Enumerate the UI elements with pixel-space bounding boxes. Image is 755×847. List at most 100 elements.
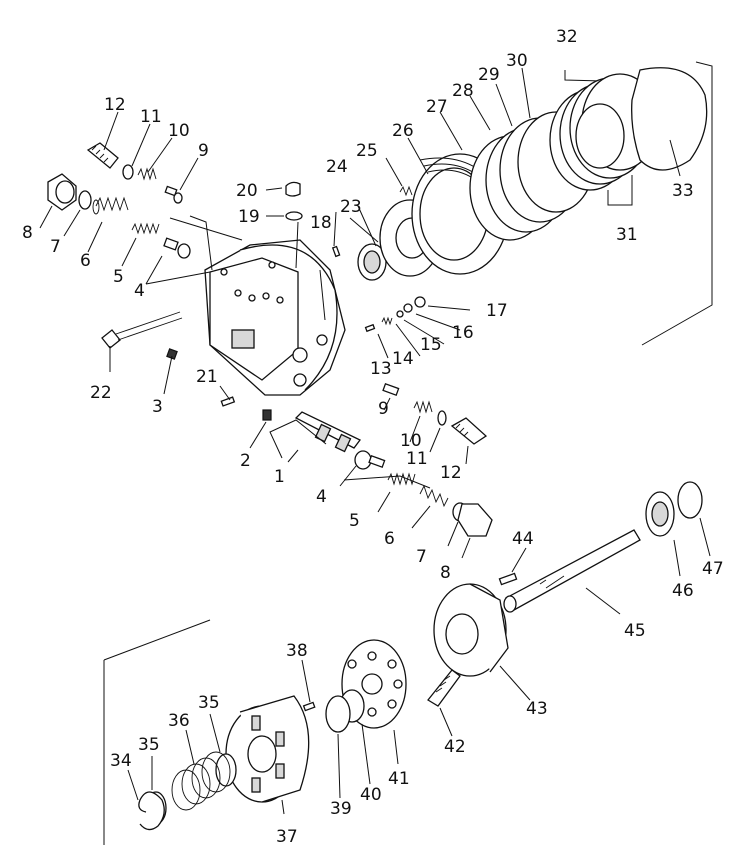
part-10-spring-left xyxy=(137,167,157,181)
label-9: 9 xyxy=(378,399,389,419)
label-6: 6 xyxy=(80,251,91,271)
label-19: 19 xyxy=(238,207,260,227)
label-3: 3 xyxy=(152,397,163,417)
label-7: 7 xyxy=(50,237,61,257)
part-1-spool xyxy=(294,411,361,453)
label-4: 4 xyxy=(316,487,327,507)
part-5-spring-right xyxy=(387,472,416,486)
part-33-plate xyxy=(631,67,708,171)
label-47: 47 xyxy=(702,559,724,579)
part-22-bolt xyxy=(101,311,183,349)
part-2-plug xyxy=(262,409,272,421)
part-12-plug-right xyxy=(450,417,488,445)
part-3-plug xyxy=(166,348,178,360)
label-9: 9 xyxy=(198,141,209,161)
part-4-valve-right xyxy=(354,450,386,470)
label-29: 29 xyxy=(478,65,500,85)
label-2: 2 xyxy=(240,451,251,471)
part-6-spring-right xyxy=(419,484,449,508)
label-30: 30 xyxy=(506,51,528,71)
label-20: 20 xyxy=(236,181,258,201)
label-33: 33 xyxy=(672,181,694,201)
label-38: 38 xyxy=(286,641,308,661)
label-14: 14 xyxy=(392,349,414,369)
part-19-o-ring xyxy=(285,211,303,221)
part-6-spring-left xyxy=(92,196,129,215)
label-23: 23 xyxy=(340,197,362,217)
part-38-pin xyxy=(302,701,316,712)
label-41: 41 xyxy=(388,769,410,789)
label-46: 46 xyxy=(672,581,694,601)
part-9-valve-left xyxy=(164,185,183,204)
label-40: 40 xyxy=(360,785,382,805)
label-27: 27 xyxy=(426,97,448,117)
part-34-snap-ring xyxy=(138,791,165,831)
label-39: 39 xyxy=(330,799,352,819)
part-housing-body xyxy=(204,239,346,396)
part-8-plug-right xyxy=(457,503,493,537)
label-11: 11 xyxy=(406,449,428,469)
leader-lines xyxy=(39,67,711,815)
part-11-o-ring-right xyxy=(437,410,447,426)
part-46-bearing xyxy=(645,491,675,537)
label-35: 35 xyxy=(138,735,160,755)
label-10: 10 xyxy=(168,121,190,141)
part-number-labels: 1 2 3 4 4 5 5 6 6 7 7 8 8 9 9 10 10 11 1… xyxy=(22,27,724,847)
label-37: 37 xyxy=(276,827,298,847)
part-42-piston xyxy=(427,669,461,707)
label-10: 10 xyxy=(400,431,422,451)
label-17: 17 xyxy=(486,301,508,321)
part-20-plug xyxy=(285,181,301,197)
part-12-plug-left xyxy=(86,142,119,169)
part-44-key xyxy=(498,572,518,586)
part-21-pin xyxy=(220,396,236,407)
label-31: 31 xyxy=(616,225,638,245)
part-47-ring xyxy=(677,481,703,519)
label-42: 42 xyxy=(444,737,466,757)
part-11-o-ring-left xyxy=(122,164,134,180)
part-5-spring-left xyxy=(131,222,160,235)
label-35: 35 xyxy=(198,693,220,713)
label-8: 8 xyxy=(440,563,451,583)
part-43-flange xyxy=(433,583,509,677)
label-4: 4 xyxy=(134,281,145,301)
label-1: 1 xyxy=(274,467,285,487)
label-44: 44 xyxy=(512,529,534,549)
label-6: 6 xyxy=(384,529,395,549)
label-12: 12 xyxy=(440,463,462,483)
label-36: 36 xyxy=(168,711,190,731)
label-12: 12 xyxy=(104,95,126,115)
label-18: 18 xyxy=(310,213,332,233)
part-13-17-small-parts xyxy=(364,296,426,333)
label-8: 8 xyxy=(22,223,33,243)
part-7-o-ring-left xyxy=(78,190,92,210)
label-21: 21 xyxy=(196,367,218,387)
label-34: 34 xyxy=(110,751,132,771)
label-32: 32 xyxy=(556,27,578,47)
part-9-valve-right xyxy=(382,382,400,396)
label-15: 15 xyxy=(420,335,442,355)
label-22: 22 xyxy=(90,383,112,403)
part-8-plug-left xyxy=(47,173,77,211)
label-24: 24 xyxy=(326,157,348,177)
label-5: 5 xyxy=(349,511,360,531)
frame-lines xyxy=(103,61,713,845)
label-43: 43 xyxy=(526,699,548,719)
part-39-ring xyxy=(325,695,351,733)
part-37-cylinder-block xyxy=(225,695,310,803)
label-11: 11 xyxy=(140,107,162,127)
part-36-spring xyxy=(171,751,231,811)
part-4-valve-left xyxy=(163,237,191,259)
part-10-spring-right xyxy=(413,400,433,414)
label-13: 13 xyxy=(370,359,392,379)
label-25: 25 xyxy=(356,141,378,161)
part-25-spring xyxy=(399,185,413,197)
label-45: 45 xyxy=(624,621,646,641)
label-7: 7 xyxy=(416,547,427,567)
part-45-shaft xyxy=(503,529,641,613)
label-26: 26 xyxy=(392,121,414,141)
label-28: 28 xyxy=(452,81,474,101)
label-16: 16 xyxy=(452,323,474,343)
part-18-pin xyxy=(331,245,341,258)
